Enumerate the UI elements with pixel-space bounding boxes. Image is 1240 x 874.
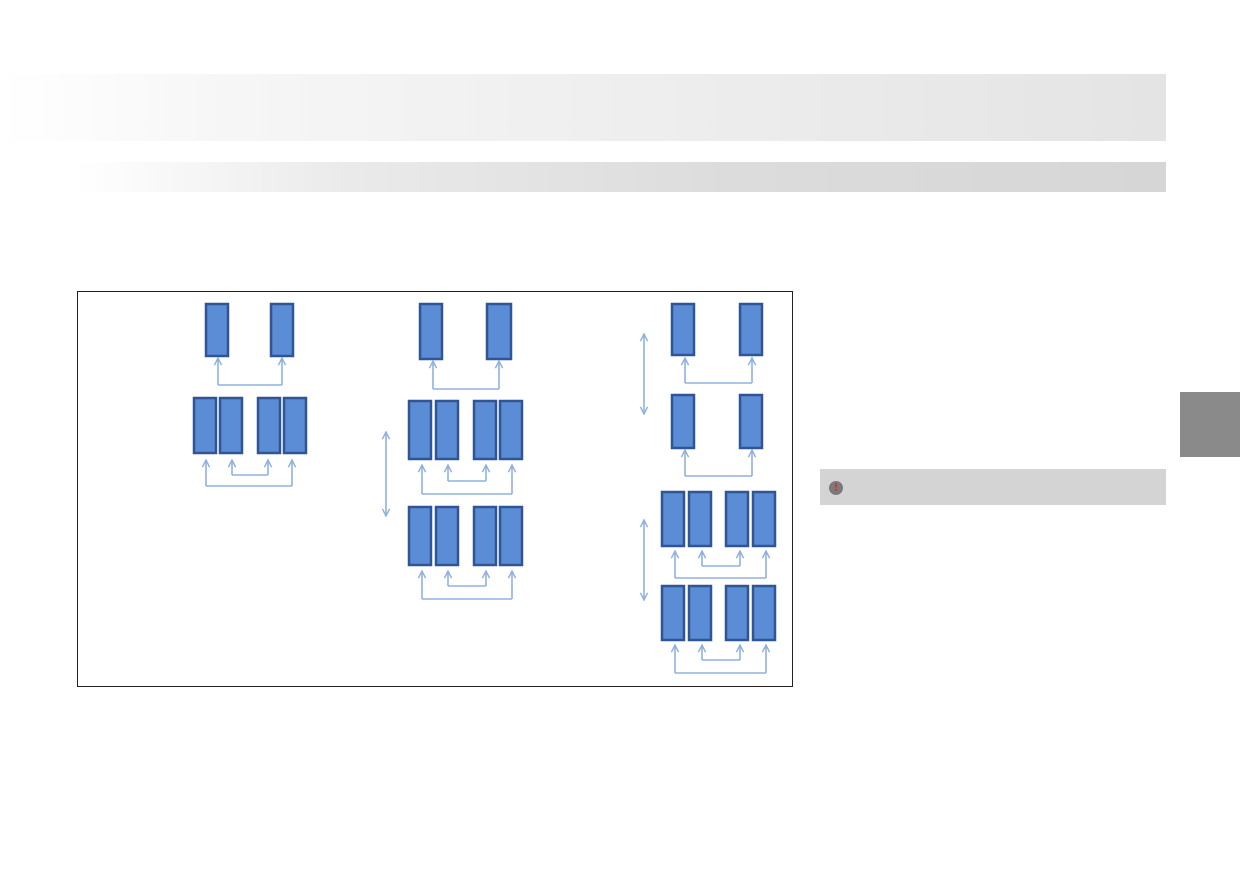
panel xyxy=(472,399,498,461)
chapter-side-tab[interactable] xyxy=(1180,392,1240,457)
panel xyxy=(751,584,777,642)
panel-top-right xyxy=(485,302,513,361)
panel xyxy=(687,584,713,642)
panel-top-left xyxy=(204,302,230,358)
panel-top-left xyxy=(418,302,444,361)
panel xyxy=(282,396,308,455)
panel xyxy=(407,505,433,567)
notice-bar: ! xyxy=(820,469,1166,505)
panel xyxy=(498,399,524,461)
diagram-single-row xyxy=(192,302,308,487)
diagram-double-row xyxy=(386,302,524,600)
panel xyxy=(660,584,686,642)
panel xyxy=(498,505,524,567)
panel xyxy=(434,399,460,461)
panel xyxy=(724,490,750,548)
panel xyxy=(472,505,498,567)
panel-layout-figure xyxy=(77,291,793,687)
subheader-band xyxy=(75,162,1166,192)
panel xyxy=(256,396,282,455)
panel xyxy=(192,396,218,455)
panel xyxy=(687,490,713,548)
panel-layout-diagram xyxy=(192,302,777,674)
panel-top-left xyxy=(670,302,696,357)
panel xyxy=(670,393,696,450)
warning-icon: ! xyxy=(829,481,843,495)
panel xyxy=(751,490,777,548)
panel xyxy=(407,399,433,461)
header-band xyxy=(0,74,1166,141)
panel xyxy=(660,490,686,548)
panel xyxy=(738,393,764,450)
panel-top-right xyxy=(269,302,295,358)
panel xyxy=(724,584,750,642)
diagram-stacked xyxy=(644,302,777,674)
panel xyxy=(434,505,460,567)
panel xyxy=(218,396,244,455)
panel-top-right xyxy=(738,302,764,357)
